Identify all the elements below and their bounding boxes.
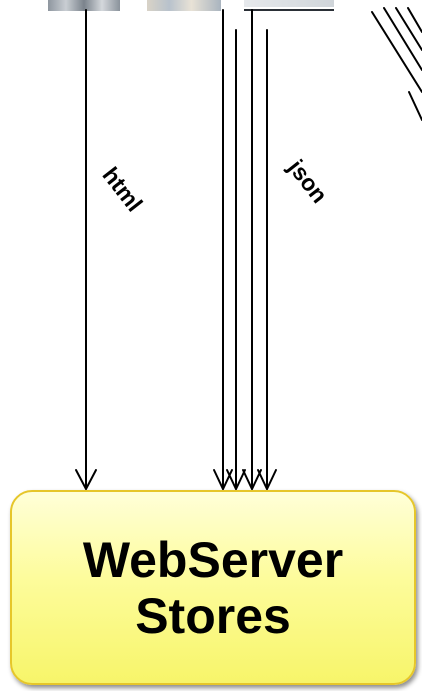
- diagonal-lines: [371, 7, 422, 121]
- server-title-line-2: Stores: [135, 587, 291, 644]
- client-thumbnail-1: [48, 0, 120, 11]
- json-arrow-1: [213, 9, 233, 492]
- html-arrow: [75, 9, 97, 492]
- json-arrow-3: [242, 9, 262, 492]
- json-arrow-2: [226, 29, 246, 492]
- webserver-stores-box: WebServer Stores: [10, 490, 416, 685]
- client-thumbnail-2: [147, 0, 221, 11]
- client-thumbnail-3: [244, 0, 334, 11]
- json-arrow-4: [257, 29, 277, 492]
- server-title-line-1: WebServer: [82, 531, 344, 588]
